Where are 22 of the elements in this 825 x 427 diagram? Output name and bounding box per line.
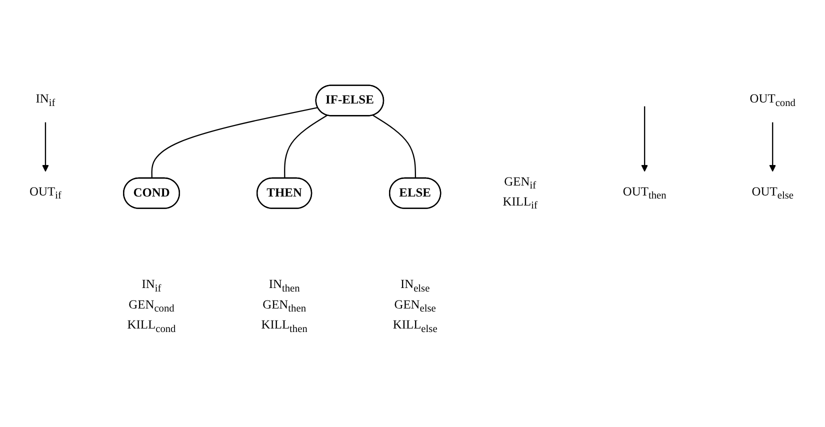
node-text: OUT$_{if}$ <box>30 185 62 202</box>
node-label: KILL$_{else}$ <box>392 318 438 334</box>
arrow <box>769 122 776 172</box>
node-text: OUT$_{then}$ <box>622 185 666 202</box>
node-label: IN$_{if}$ <box>142 278 162 294</box>
arrow <box>641 106 648 172</box>
node-text: OUT$_{cond}$ <box>750 92 796 108</box>
node-label: IN$_{then}$ <box>268 278 300 294</box>
node-label: IN$_{else}$ <box>400 278 430 294</box>
node-label: GEN$_{else}$ <box>394 298 436 314</box>
node-text: OUT$_{else}$ <box>752 185 794 202</box>
node-label: KILL$_{then}$ <box>261 318 308 334</box>
connector <box>372 114 416 178</box>
node-text: IN$_{if}$ <box>36 92 56 108</box>
node-label: GEN$_{cond}$ <box>128 298 174 314</box>
arrow <box>42 122 49 172</box>
node-label: KILL$_{if}$ <box>502 195 538 212</box>
node-label: KILL$_{cond}$ <box>127 318 176 334</box>
node-label: GEN$_{if}$ <box>504 175 536 191</box>
node-label: GEN$_{then}$ <box>262 298 306 314</box>
connector <box>151 107 318 178</box>
connector <box>284 114 328 178</box>
